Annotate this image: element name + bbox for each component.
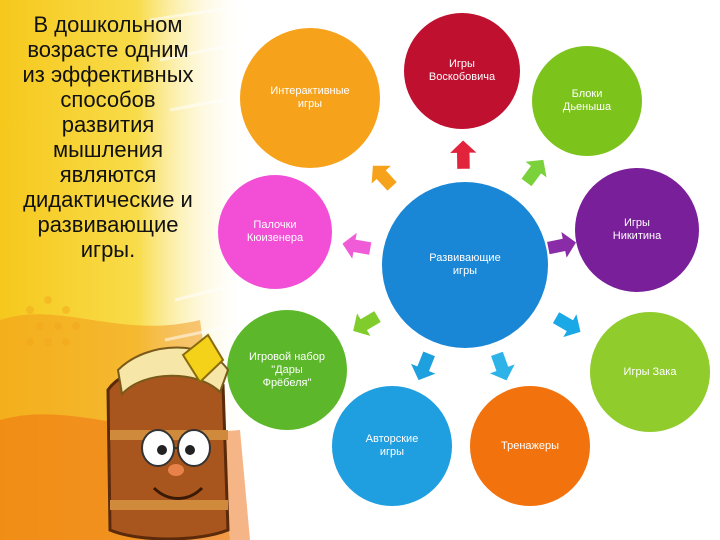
arrow-icon	[545, 228, 578, 262]
arrow-icon	[369, 164, 399, 193]
circle-trenazhery-label: Тренажеры	[500, 439, 560, 452]
arrow-icon	[519, 158, 549, 189]
circle-frebel: Игровой набор "Дары Фрёбеля"	[227, 310, 347, 430]
circle-zak: Игры Зака	[590, 312, 710, 432]
circle-nikitin: Игры Никитина	[575, 168, 699, 292]
circle-interaktivnye: Интерактивные игры	[240, 28, 380, 168]
circle-frebel-label: Игровой набор "Дары Фрёбеля"	[249, 350, 325, 389]
book-mascot-icon	[106, 333, 230, 540]
circle-nikitin-label: Игры Никитина	[612, 217, 662, 242]
circle-dienesh-label: Блоки Дьеныша	[562, 88, 612, 113]
circle-kuizener: Палочки Кюизенера	[218, 175, 332, 289]
circle-voskobovich-label: Игры Воскобовича	[428, 58, 496, 83]
arrow-icon	[340, 229, 374, 263]
circle-voskobovich: Игры Воскобовича	[404, 13, 520, 129]
circle-trenazhery: Тренажеры	[470, 386, 590, 506]
arrow-icon	[408, 349, 440, 382]
arrow-icon	[446, 138, 481, 171]
arrow-icon	[550, 310, 583, 340]
circle-kuizener-label: Палочки Кюизенера	[246, 219, 304, 244]
arrow-icon	[351, 309, 383, 339]
center-circle: Развивающие игры	[382, 182, 548, 348]
circle-dienesh: Блоки Дьеныша	[532, 46, 642, 156]
arrow-icon	[485, 349, 518, 383]
circle-avtorskie: Авторские игры	[332, 386, 452, 506]
heading-text: В дошкольном возрасте одним из эффективн…	[22, 12, 194, 262]
center-circle-label: Развивающие игры	[429, 252, 501, 277]
circle-interaktivnye-label: Интерактивные игры	[270, 85, 350, 110]
circle-zak-label: Игры Зака	[623, 365, 677, 378]
circle-avtorskie-label: Авторские игры	[365, 433, 419, 458]
